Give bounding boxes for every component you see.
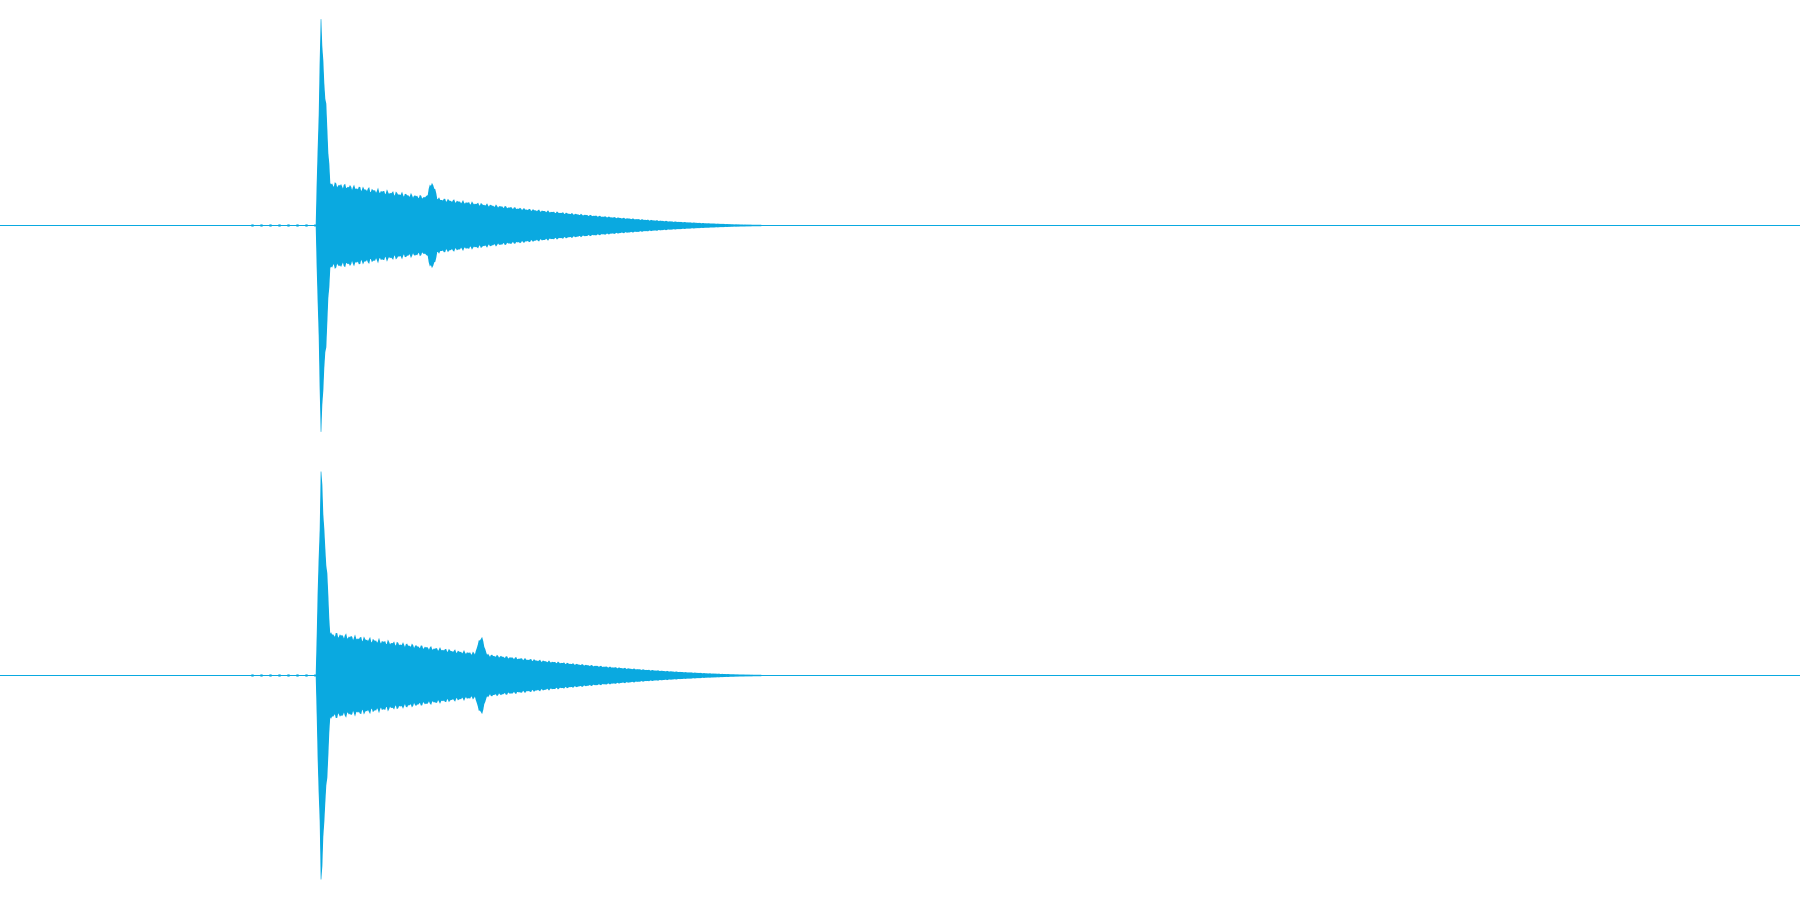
channel-2-track[interactable] — [0, 450, 1800, 900]
channel-1-wave — [249, 19, 764, 432]
channel-1-waveform — [0, 19, 1800, 432]
channel-2-wave — [249, 471, 764, 880]
channel-2-waveform — [0, 471, 1800, 880]
channel-1-track[interactable] — [0, 0, 1800, 450]
